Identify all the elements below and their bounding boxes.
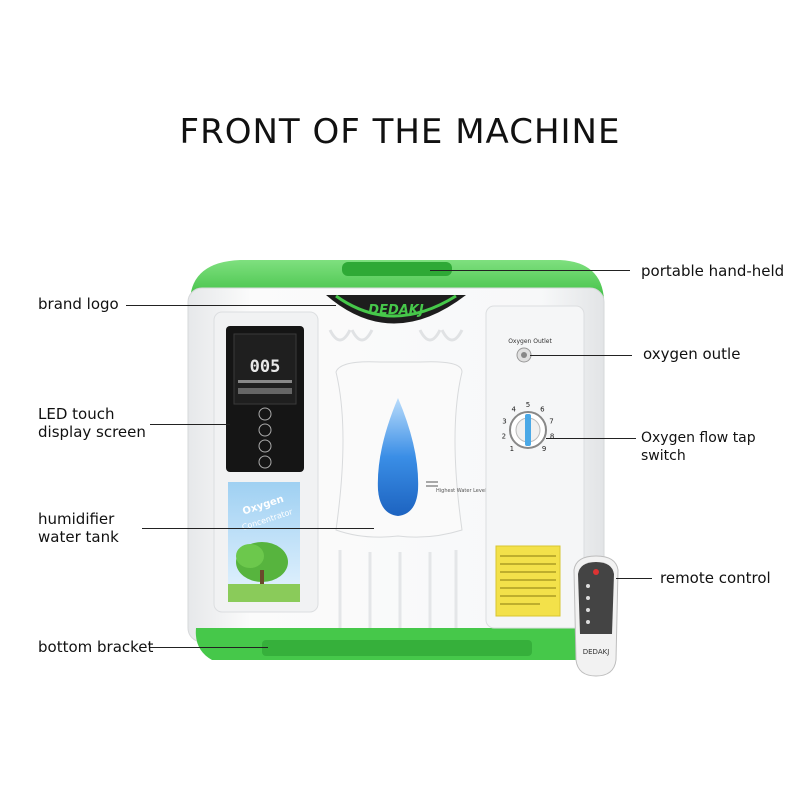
dial-number: 6 xyxy=(540,406,545,414)
leader-remote xyxy=(616,578,652,579)
water-window xyxy=(377,398,419,516)
leader-led xyxy=(150,424,230,425)
water-level-text: Highest Water Level xyxy=(436,488,486,494)
leader-portable xyxy=(430,270,630,271)
dial-number: 7 xyxy=(549,417,553,425)
brand-logo-text: DEDAKJ xyxy=(368,303,424,318)
page-title: FRONT OF THE MACHINE xyxy=(179,112,621,152)
dial-number: 8 xyxy=(550,433,554,441)
dial-number: 1 xyxy=(510,445,514,453)
dial-number: 5 xyxy=(526,401,530,409)
leader-brand-logo xyxy=(126,305,336,306)
brand-arc xyxy=(326,295,466,324)
label-portable: portable hand-held xyxy=(641,262,785,280)
label-remote: remote control xyxy=(660,569,771,587)
leader-flow-switch xyxy=(546,438,636,439)
handle-slot xyxy=(342,262,452,276)
label-flow-switch: Oxygen flow tap switch xyxy=(641,430,756,464)
dial-numbers: 12 34 5 67 89 xyxy=(502,401,555,453)
label-humidifier-2: water tank xyxy=(38,528,119,546)
remote-brand-text: DEDAKJ xyxy=(583,648,610,656)
dial-number: 9 xyxy=(542,445,546,453)
dial-number: 4 xyxy=(511,406,516,414)
dial-number: 3 xyxy=(502,417,506,425)
oxygen-outlet-text: Oxygen Outlet xyxy=(508,338,552,345)
leader-oxygen-outle xyxy=(530,355,632,356)
leader-humidifier xyxy=(142,528,374,529)
label-led-1: LED touch xyxy=(38,405,115,423)
dial-number: 2 xyxy=(502,433,506,441)
label-bottom-bracket: bottom bracket xyxy=(38,638,154,656)
leader-bottom-bracket xyxy=(150,647,268,648)
label-humidifier-1: humidifier xyxy=(38,510,115,528)
label-brand-logo: brand logo xyxy=(38,295,119,313)
label-oxygen-outle: oxygen outle xyxy=(643,345,741,363)
display-digits: 005 xyxy=(250,357,281,377)
label-led-2: display screen xyxy=(38,423,146,441)
